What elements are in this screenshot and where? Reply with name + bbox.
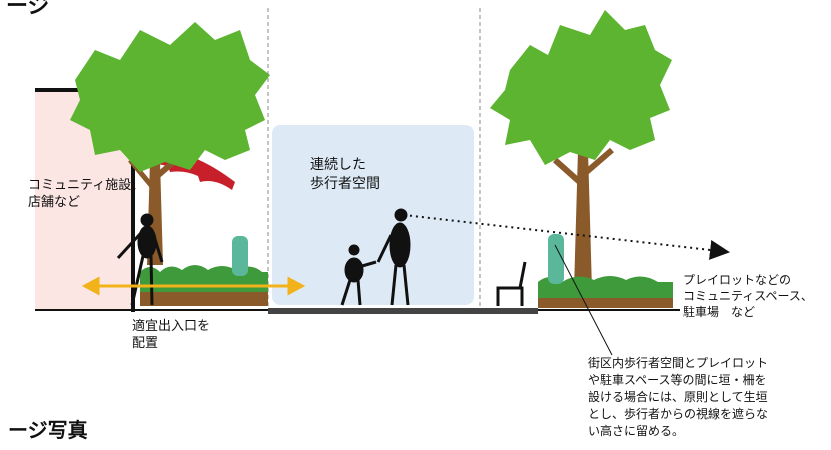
label-walkway: 連続した 歩行者空間: [310, 157, 380, 192]
walkway-zone: [272, 125, 474, 305]
person-child: [340, 244, 377, 306]
label-entrance: 適宜出入口を 配置: [132, 319, 211, 351]
heading-bottom: ージ写真: [8, 418, 88, 442]
leader-line: [554, 244, 613, 356]
label-community: コミュニティ施設、 店舗など: [28, 178, 145, 210]
right-tree: [490, 10, 672, 290]
sightline-arrow: [403, 214, 730, 260]
person-adult: [376, 208, 411, 306]
bench-icon: [496, 261, 527, 306]
heading-top: ージ: [6, 0, 50, 19]
right-planter: [538, 234, 673, 308]
label-fence-note: 街区内歩行者空間とプレイロット や駐車スペース等の間に垣・柵を 設ける場合には、…: [588, 356, 769, 438]
label-playlot: プレイロットなどの コミュニティスペース、 駐車場 など: [683, 273, 813, 319]
entrance-arrow: [81, 276, 306, 296]
walkway-pavement: [268, 308, 538, 314]
person-left: [116, 213, 164, 306]
